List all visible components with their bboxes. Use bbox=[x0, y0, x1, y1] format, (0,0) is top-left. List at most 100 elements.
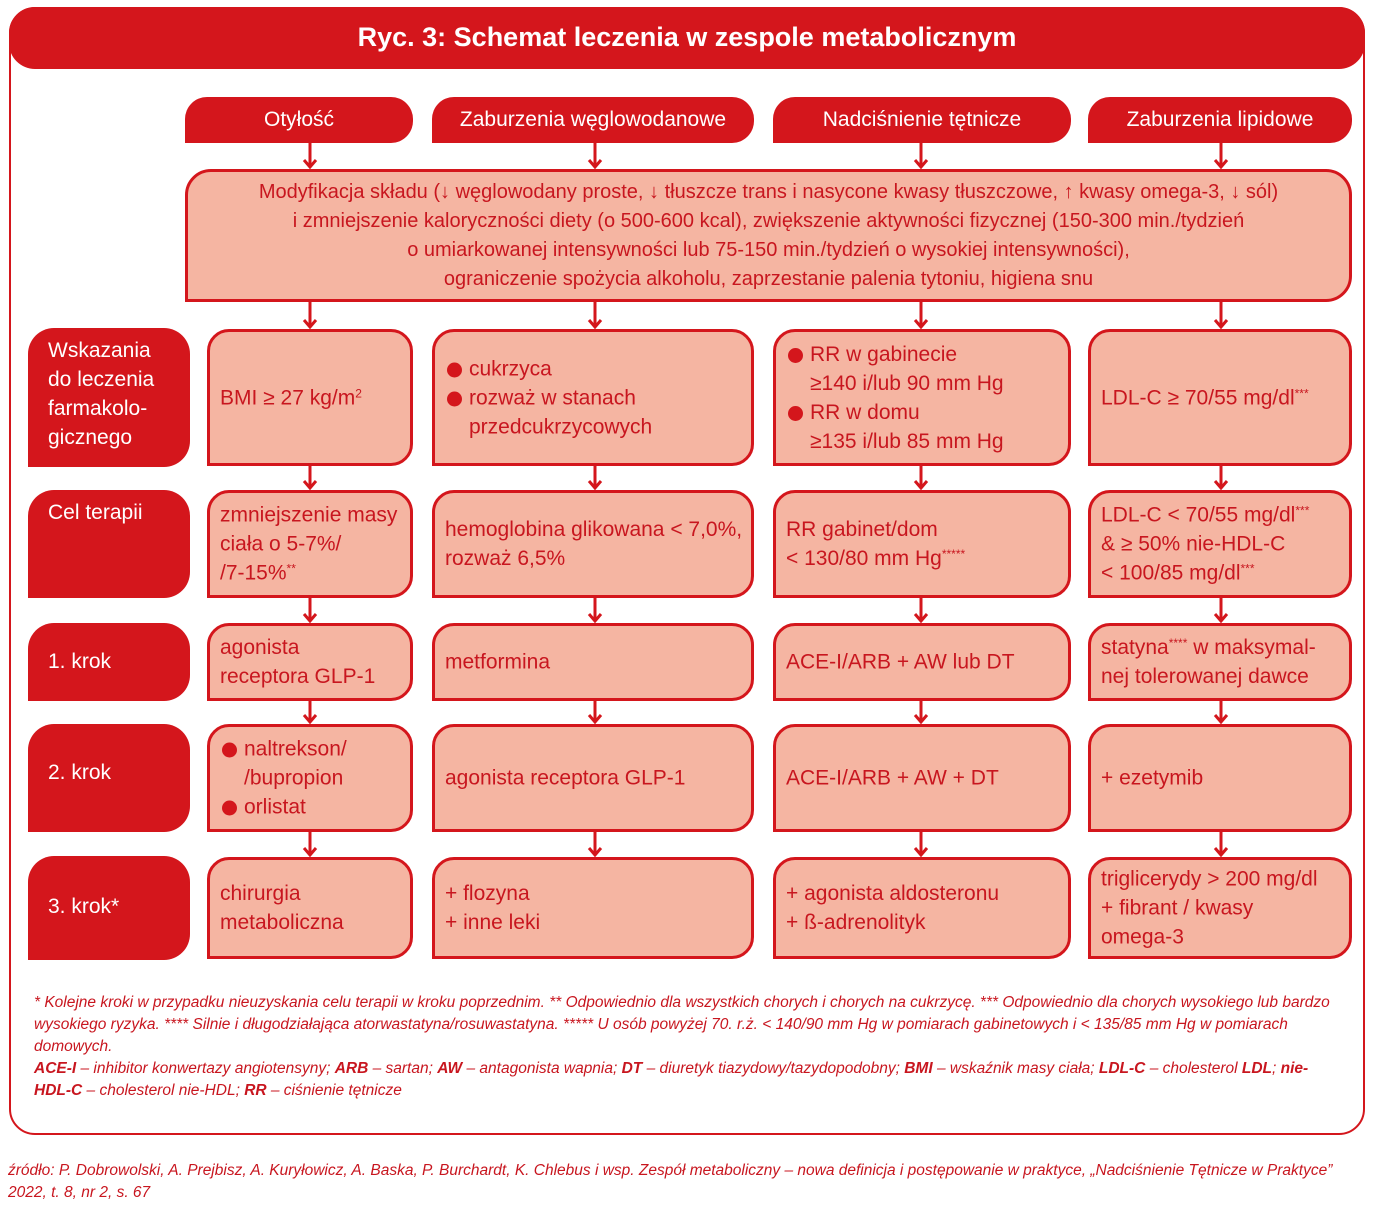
superscript: **** bbox=[1168, 636, 1188, 650]
cell-line: LDL-C < 70/55 mg/dl bbox=[1101, 503, 1296, 527]
bullet-item: cukrzyca bbox=[445, 354, 743, 383]
cell-step3-hyper: + agonista aldosteronu + ß-adrenolityk bbox=[773, 857, 1071, 959]
cell-line: + fibrant / kwasy bbox=[1101, 896, 1254, 920]
cell-line: /7-15% bbox=[220, 561, 287, 585]
down-arrow-icon bbox=[302, 832, 318, 857]
lifestyle-line: o umiarkowanej intensywności lub 75-150 … bbox=[407, 238, 1130, 261]
cell-text: ACE-I/ARB + AW + DT bbox=[786, 766, 999, 790]
down-arrow-icon bbox=[587, 302, 603, 329]
cell-line: + flozyna bbox=[445, 882, 530, 905]
cell-step1-obesity: agonista receptora GLP-1 bbox=[207, 623, 413, 701]
abbreviations: ACE-I – inhibitor konwertazy angiotensyn… bbox=[34, 1058, 1344, 1102]
row-label-line: farmakolo- bbox=[48, 397, 148, 420]
header-carbohydrate: Zaburzenia węglowodanowe bbox=[432, 97, 754, 143]
cell-text: BMI ≥ 27 kg/m bbox=[220, 386, 356, 409]
cell-step2-lipid: + ezetymib bbox=[1088, 724, 1352, 832]
cell-goal-carb: hemoglobina glikowana < 7,0%, rozważ 6,5… bbox=[432, 490, 754, 598]
bullet-item: RR w domu≥135 i/lub 85 mm Hg bbox=[786, 398, 1060, 456]
down-arrow-icon bbox=[1213, 598, 1229, 623]
down-arrow-icon bbox=[913, 466, 929, 490]
abbreviation-key: ACE-I bbox=[34, 1060, 77, 1077]
superscript: ***** bbox=[941, 547, 966, 561]
cell-step2-hyper: ACE-I/ARB + AW + DT bbox=[773, 724, 1071, 832]
row-label-text: 3. krok* bbox=[48, 895, 120, 918]
abbreviation-definition: – ciśnienie tętnicze bbox=[266, 1082, 402, 1099]
abbreviation-key: RR bbox=[244, 1082, 267, 1099]
superscript: ** bbox=[286, 561, 296, 576]
abbreviation-key: LDL-C bbox=[1098, 1060, 1146, 1077]
down-arrow-icon bbox=[587, 701, 603, 724]
cell-line: & ≥ 50% nie-HDL-C bbox=[1101, 532, 1286, 556]
footnote-text: * Kolejne kroki w przypadku nieuzyskania… bbox=[34, 994, 1330, 1055]
abbreviation-definition: ; bbox=[1272, 1060, 1281, 1077]
header-hypertension: Nadciśnienie tętnicze bbox=[773, 97, 1071, 143]
row-label-line: do leczenia bbox=[48, 368, 155, 391]
bullet-text: orlistat bbox=[244, 795, 306, 819]
cell-line: zmniejszenie masy bbox=[220, 503, 398, 527]
cell-text: metformina bbox=[445, 650, 551, 674]
down-arrow-icon bbox=[587, 143, 603, 169]
cell-line: w maksymal- bbox=[1187, 636, 1316, 659]
down-arrow-icon bbox=[1213, 466, 1229, 490]
cell-line: receptora GLP-1 bbox=[220, 665, 376, 688]
bullet-item: orlistat bbox=[220, 793, 402, 822]
down-arrow-icon bbox=[302, 598, 318, 623]
down-arrow-icon bbox=[913, 598, 929, 623]
cell-step1-carb: metformina bbox=[432, 623, 754, 701]
down-arrow-icon bbox=[913, 302, 929, 329]
cell-line: + ß-adrenolityk bbox=[786, 911, 926, 934]
cell-text: ACE-I/ARB + AW lub DT bbox=[786, 650, 1015, 674]
cell-line: hemoglobina glikowana < 7,0%, bbox=[445, 518, 743, 541]
abbreviation-key: AW bbox=[437, 1060, 463, 1077]
cell-line: nej tolerowanej dawce bbox=[1101, 665, 1309, 688]
bullet-text: RR w domu bbox=[810, 400, 920, 424]
cell-text: agonista receptora GLP-1 bbox=[445, 766, 686, 790]
row-label-step2: 2. krok bbox=[28, 724, 190, 832]
down-arrow-icon bbox=[913, 701, 929, 724]
abbreviation-definition: – inhibitor konwertazy angiotensyny; bbox=[76, 1060, 335, 1077]
cell-line: ciała o 5-7%/ bbox=[220, 532, 342, 556]
superscript: *** bbox=[1240, 561, 1255, 576]
lifestyle-line: ograniczenie spożycia alkoholu, zaprzest… bbox=[443, 267, 1094, 290]
down-arrow-icon bbox=[587, 832, 603, 857]
cell-text: LDL-C ≥ 70/55 mg/dl bbox=[1101, 386, 1295, 409]
cell-indications-obesity: BMI ≥ 27 kg/m2 bbox=[207, 329, 413, 466]
cell-step1-lipid: statyna**** w maksymal- nej tolerowanej … bbox=[1088, 623, 1352, 701]
abbreviation-key: BMI bbox=[904, 1060, 933, 1077]
superscript: *** bbox=[1295, 503, 1310, 518]
lifestyle-text: Modyfikacja składu (↓ węglowodany proste… bbox=[202, 178, 1335, 294]
down-arrow-icon bbox=[587, 598, 603, 623]
down-arrow-icon bbox=[913, 143, 929, 169]
down-arrow-icon bbox=[302, 143, 318, 169]
cell-indications-lipid: LDL-C ≥ 70/55 mg/dl*** bbox=[1088, 329, 1352, 466]
cell-line: statyna bbox=[1101, 636, 1169, 659]
lifestyle-box: Modyfikacja składu (↓ węglowodany proste… bbox=[185, 169, 1352, 302]
cell-indications-hyper: RR w gabinecie≥140 i/lub 90 mm Hg RR w d… bbox=[773, 329, 1071, 466]
cell-line: RR gabinet/dom bbox=[786, 518, 938, 541]
cell-line: chirurgia bbox=[220, 882, 301, 905]
cell-line: + agonista aldosteronu bbox=[786, 882, 1000, 905]
down-arrow-icon bbox=[1213, 143, 1229, 169]
cell-line: < 100/85 mg/dl bbox=[1101, 561, 1241, 585]
abbreviation-key: DT bbox=[621, 1060, 643, 1077]
bullet-text: naltrekson/ bbox=[244, 737, 347, 761]
abbreviation-definition: – diuretyk tiazydowy/tazydopodobny; bbox=[642, 1060, 905, 1077]
down-arrow-icon bbox=[302, 302, 318, 329]
title-bar: Ryc. 3: Schemat leczenia w zespole metab… bbox=[9, 7, 1365, 69]
bullet-text: ≥140 i/lub 90 mm Hg bbox=[810, 371, 1004, 395]
header-lipid: Zaburzenia lipidowe bbox=[1088, 97, 1352, 143]
bullet-text: cukrzyca bbox=[469, 357, 552, 380]
cell-goal-hyper: RR gabinet/dom < 130/80 mm Hg***** bbox=[773, 490, 1071, 598]
down-arrow-icon bbox=[1213, 302, 1229, 329]
down-arrow-icon bbox=[1213, 701, 1229, 724]
footnotes: * Kolejne kroki w przypadku nieuzyskania… bbox=[34, 992, 1344, 1102]
abbreviation-definition: – wskaźnik masy ciała; bbox=[932, 1060, 1099, 1077]
down-arrow-icon bbox=[1213, 832, 1229, 857]
cell-step3-obesity: chirurgia metaboliczna bbox=[207, 857, 413, 959]
row-label-goal: Cel terapii bbox=[28, 490, 190, 598]
abbreviation-definition: – antagonista wapnia; bbox=[462, 1060, 622, 1077]
cell-step3-lipid: triglicerydy > 200 mg/dl + fibrant / kwa… bbox=[1088, 857, 1352, 959]
down-arrow-icon bbox=[587, 466, 603, 490]
